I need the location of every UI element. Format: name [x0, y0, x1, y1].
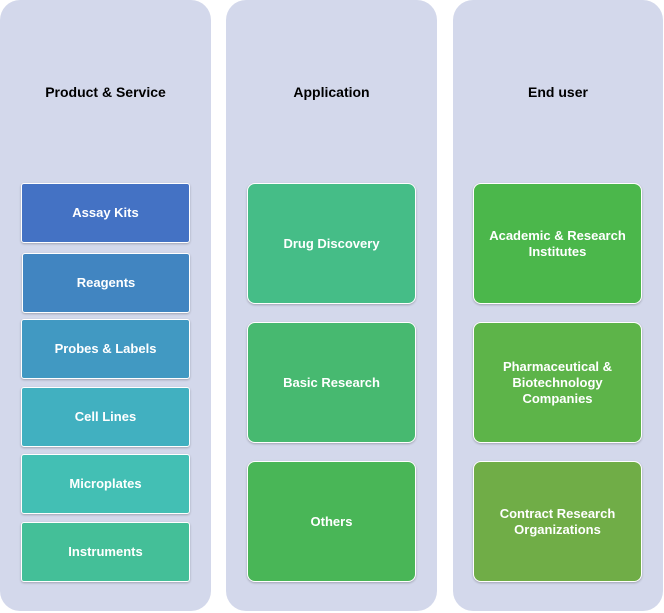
end-user-title: End user — [528, 84, 588, 100]
assay-kits-box: Assay Kits — [21, 183, 190, 243]
instruments-box: Instruments — [21, 522, 190, 582]
pharma-biotech-box: Pharmaceutical & Biotechnology Companies — [473, 322, 642, 443]
end-user-column: End user Academic & Research Institutes … — [453, 0, 663, 611]
application-column: Application Drug Discovery Basic Researc… — [226, 0, 437, 611]
cell-lines-box: Cell Lines — [21, 387, 190, 447]
cro-box: Contract Research Organizations — [473, 461, 642, 582]
drug-discovery-box: Drug Discovery — [247, 183, 416, 304]
basic-research-box: Basic Research — [247, 322, 416, 443]
microplates-box: Microplates — [21, 454, 190, 514]
others-box: Others — [247, 461, 416, 582]
reagents-box: Reagents — [22, 253, 190, 313]
product-service-column: Product & Service Assay Kits Reagents Pr… — [0, 0, 211, 611]
application-title: Application — [293, 84, 370, 100]
academic-research-box: Academic & Research Institutes — [473, 183, 642, 304]
probes-labels-box: Probes & Labels — [21, 319, 190, 379]
product-service-title: Product & Service — [45, 84, 166, 100]
